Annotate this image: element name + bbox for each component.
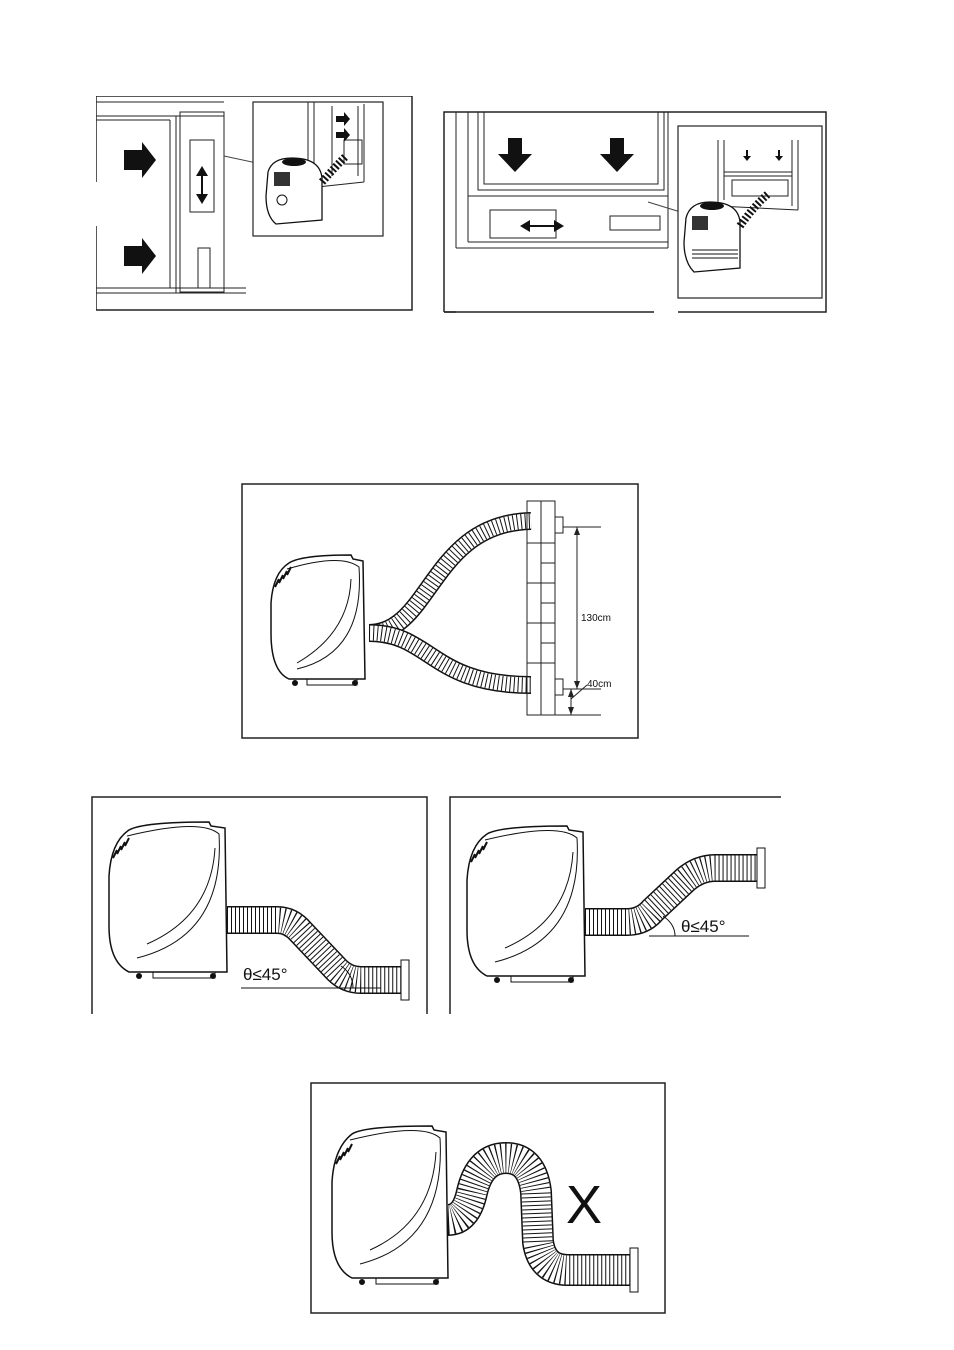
incorrect-duct-panel: X: [310, 1082, 668, 1316]
wrong-mark-x: X: [566, 1178, 602, 1232]
air-conditioner-side-view: [271, 555, 365, 686]
horizontal-double-arrow-icon: [520, 220, 564, 232]
right-arrow-icon: [124, 238, 156, 274]
angle-label-down: θ≤45°: [243, 965, 288, 984]
angle-label-up: θ≤45°: [681, 917, 726, 936]
vertical-double-arrow-icon: [196, 166, 208, 204]
duct-angle-up-panel: θ≤45°: [449, 796, 783, 1016]
right-arrow-icon: [124, 142, 156, 178]
exhaust-height-panel: 130cm 40cm: [241, 483, 641, 741]
sliding-window-panel: [96, 96, 414, 312]
duct-angle-down-panel: θ≤45°: [91, 796, 429, 1016]
down-arrow-icon: [600, 138, 634, 172]
down-arrow-icon: [498, 138, 532, 172]
height-label-40cm: 40cm: [587, 679, 611, 690]
air-conditioner-side-view: [467, 826, 585, 983]
air-conditioner-side-view: [332, 1126, 448, 1285]
air-conditioner-side-view: [109, 822, 227, 979]
sash-window-panel: [442, 110, 830, 314]
height-label-130cm: 130cm: [581, 613, 611, 624]
